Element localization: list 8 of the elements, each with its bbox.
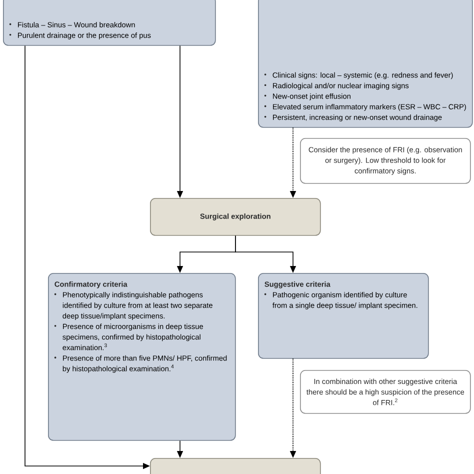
note-box <box>300 138 471 184</box>
criteria-box <box>48 273 236 441</box>
criteria-box <box>258 273 429 359</box>
note-box <box>300 370 471 414</box>
step-box <box>150 198 321 236</box>
criteria-box <box>3 0 216 46</box>
step-box <box>150 458 321 474</box>
criteria-box <box>258 0 473 128</box>
